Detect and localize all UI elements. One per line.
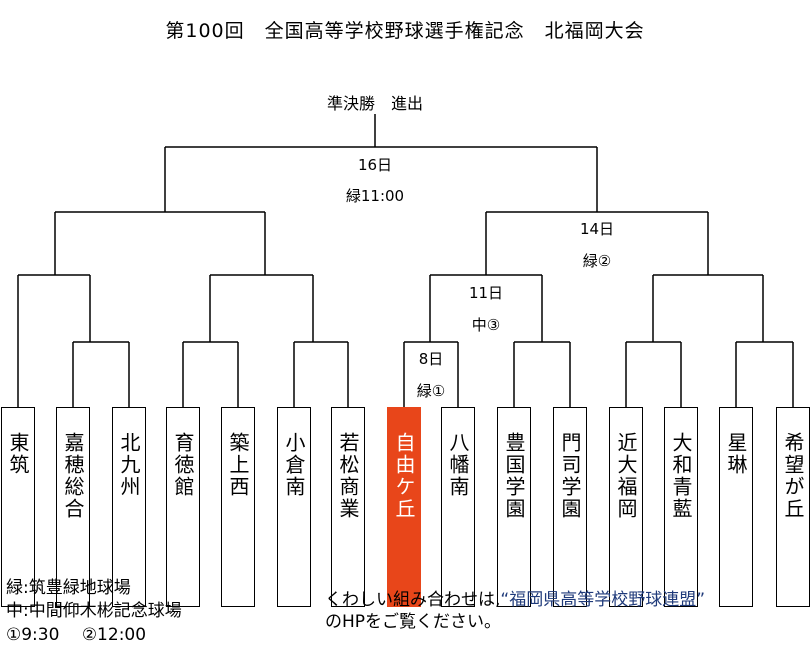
team-name: 門司学園 xyxy=(558,432,582,520)
team-name: 星琳 xyxy=(724,432,748,476)
info-note-line2: のHPをご覧ください。 xyxy=(325,612,502,632)
match-8-date: 8日 xyxy=(418,350,444,368)
team-name: 小倉南 xyxy=(282,432,306,498)
match-8-venue: 緑① xyxy=(416,382,446,400)
team-box: 築上西 xyxy=(221,407,255,607)
match-16-venue: 緑11:00 xyxy=(345,187,405,205)
team-name: 近大福岡 xyxy=(614,432,638,520)
team-name: 東筑 xyxy=(6,432,30,476)
legend-times: ①9:30 ②12:00 xyxy=(6,625,147,645)
legend-venue-naka: 中:中間仰木彬記念球場 xyxy=(6,601,182,621)
team-box: 東筑 xyxy=(1,407,35,607)
federation-name: “福岡県高等学校野球連盟” xyxy=(500,590,706,610)
team-name: 自由ケ丘 xyxy=(392,432,416,520)
team-name: 北九州 xyxy=(117,432,141,498)
match-11-date: 11日 xyxy=(468,284,504,302)
team-name: 希望が丘 xyxy=(781,432,805,520)
team-name: 豊国学園 xyxy=(502,432,526,520)
note-prefix: くわしい組み合わせは, xyxy=(325,590,501,610)
match-14-date: 14日 xyxy=(579,220,615,238)
team-box: 近大福岡 xyxy=(609,407,643,607)
team-name: 築上西 xyxy=(226,432,250,498)
team-box: 八幡南 xyxy=(441,407,475,607)
match-16-date: 16日 xyxy=(357,156,393,174)
team-box: 門司学園 xyxy=(553,407,587,607)
team-box: 豊国学園 xyxy=(497,407,531,607)
team-box: 北九州 xyxy=(112,407,146,607)
team-box: 小倉南 xyxy=(277,407,311,607)
final-label: 準決勝 進出 xyxy=(326,94,423,113)
team-name: 嘉穂総合 xyxy=(61,432,85,520)
legend-venue-ryoku: 緑:筑豊緑地球場 xyxy=(6,578,131,598)
team-box: 星琳 xyxy=(719,407,753,607)
team-box: 大和青藍 xyxy=(664,407,698,607)
team-box-highlighted: 自由ケ丘 xyxy=(387,407,421,607)
team-name: 大和青藍 xyxy=(669,432,693,520)
team-box: 嘉穂総合 xyxy=(56,407,90,607)
team-box: 育徳館 xyxy=(166,407,200,607)
match-11-venue: 中③ xyxy=(471,316,501,334)
match-14-venue: 緑② xyxy=(582,252,612,270)
info-note: くわしい組み合わせは,“福岡県高等学校野球連盟” xyxy=(325,585,705,610)
team-box: 若松商業 xyxy=(331,407,365,607)
team-name: 八幡南 xyxy=(446,432,470,498)
team-box: 希望が丘 xyxy=(776,407,810,607)
team-name: 育徳館 xyxy=(171,432,195,498)
page-title: 第100回 全国高等学校野球選手権記念 北福岡大会 xyxy=(165,20,645,42)
team-name: 若松商業 xyxy=(336,432,360,520)
